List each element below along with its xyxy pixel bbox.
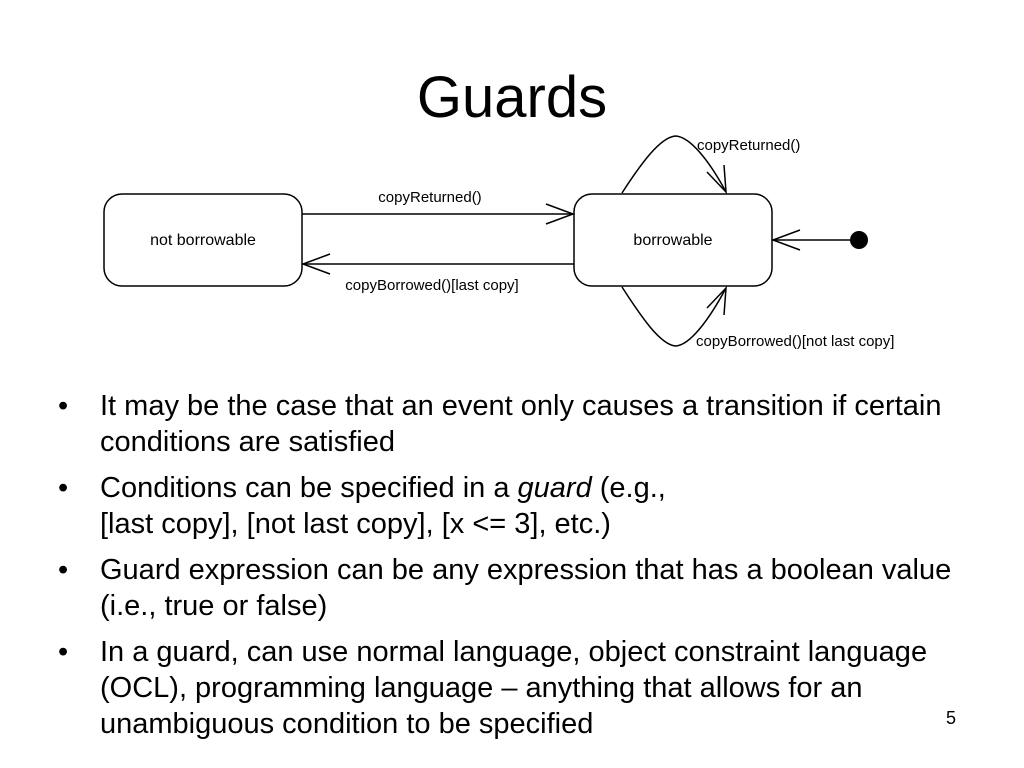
bullet-text-line2: [last copy], [not last copy], [x <= 3], … bbox=[100, 508, 611, 540]
initial-state-dot bbox=[850, 231, 868, 249]
bullet-text-before: Conditions can be specified in a bbox=[100, 472, 518, 504]
self-transition-copy-borrowed-not-last-path bbox=[621, 286, 727, 347]
bullet-item: • It may be the case that an event only … bbox=[58, 388, 978, 460]
bullet-marker: • bbox=[58, 390, 69, 422]
bullet-item: • In a guard, can use normal language, o… bbox=[58, 634, 978, 742]
page-number: 5 bbox=[946, 708, 957, 728]
bullet-text: Guard expression can be any expression t… bbox=[100, 554, 952, 622]
bullet-item: • Conditions can be specified in a guard… bbox=[58, 470, 978, 542]
bullet-list: • It may be the case that an event only … bbox=[58, 388, 978, 752]
state-not-borrowable-label: not borrowable bbox=[150, 232, 256, 249]
bullet-text-emphasis: guard bbox=[517, 472, 592, 504]
bullet-item: • Guard expression can be any expression… bbox=[58, 552, 978, 624]
self-transition-copy-borrowed-not-last-arrowhead bbox=[706, 285, 727, 316]
bullet-marker: • bbox=[58, 472, 69, 504]
self-transition-copy-returned-arrowhead bbox=[706, 164, 727, 195]
transition-copy-returned-arrowhead bbox=[545, 203, 576, 225]
self-transition-copy-returned-label: copyReturned() bbox=[697, 137, 800, 154]
initial-transition-arrowhead bbox=[770, 229, 801, 251]
state-diagram: not borrowable borrowable copyReturned()… bbox=[103, 135, 894, 350]
bullet-text: It may be the case that an event only ca… bbox=[100, 390, 942, 458]
bullet-marker: • bbox=[58, 636, 69, 668]
transition-copy-returned-label: copyReturned() bbox=[378, 189, 481, 206]
state-not-borrowable bbox=[103, 193, 303, 287]
transition-copy-borrowed-last-arrowhead bbox=[300, 253, 331, 275]
state-borrowable-label: borrowable bbox=[633, 232, 712, 249]
bullet-text-after: (e.g., bbox=[591, 472, 666, 504]
self-transition-copy-borrowed-not-last-label: copyBorrowed()[not last copy] bbox=[696, 333, 894, 350]
self-transition-copy-returned-path bbox=[621, 135, 727, 194]
bullet-marker: • bbox=[58, 554, 69, 586]
bullet-text: In a guard, can use normal language, obj… bbox=[100, 636, 928, 740]
transition-copy-borrowed-last-label: copyBorrowed()[last copy] bbox=[345, 277, 518, 294]
slide-title: Guards bbox=[416, 65, 608, 130]
